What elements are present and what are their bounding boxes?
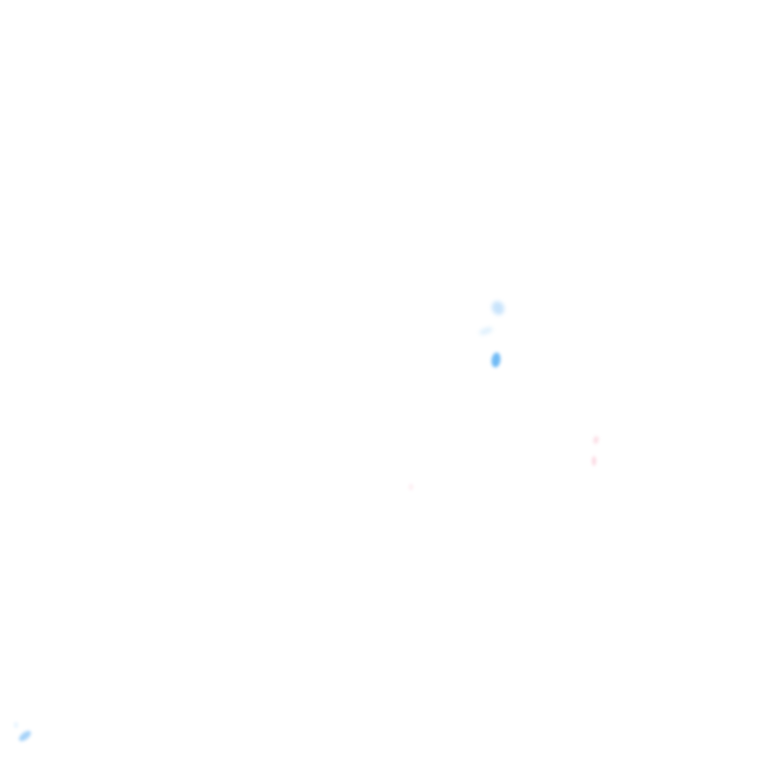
ink-marks-group — [14, 301, 599, 742]
blue-stroke-bottom-left — [19, 730, 31, 742]
blue-blob-upper — [491, 301, 505, 315]
blue-speck-bottom-left — [14, 722, 18, 728]
blue-blob-lower — [491, 352, 501, 368]
blue-streak-middle — [479, 327, 493, 335]
pink-stroke-lower — [592, 456, 596, 466]
pink-speck-left — [408, 483, 414, 491]
pink-speck-upper — [593, 436, 599, 444]
